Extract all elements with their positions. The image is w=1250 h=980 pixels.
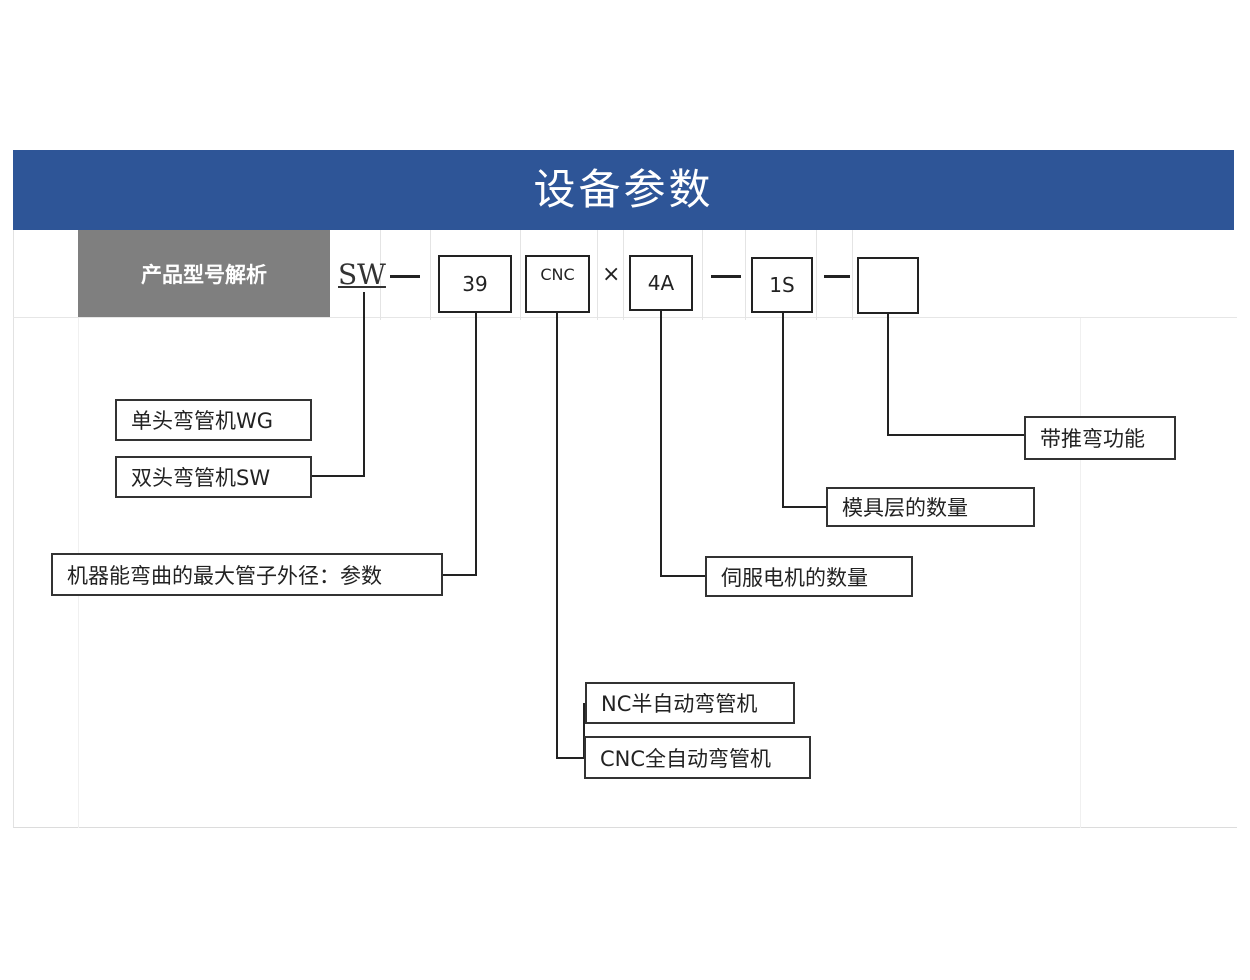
grid-line: [702, 230, 703, 320]
label-nc: NC半自动弯管机: [585, 682, 795, 724]
code-box-control: CNC: [525, 255, 590, 313]
connector-control: [556, 313, 584, 759]
code-box-servo: 4A: [629, 255, 693, 311]
code-box-diameter: 39: [438, 255, 512, 313]
label-cnc: CNC全自动弯管机: [584, 736, 811, 779]
label-double-head: 双头弯管机SW: [115, 456, 312, 498]
spreadsheet-area: [13, 150, 1237, 828]
connector-prefix: [311, 292, 365, 477]
grid-line: [13, 317, 1237, 318]
separator-dash: [390, 275, 420, 278]
grid-line: [852, 230, 853, 320]
label-max-diameter: 机器能弯曲的最大管子外径：参数: [51, 553, 443, 596]
page-title: 设备参数: [13, 150, 1234, 230]
separator-dash: [711, 275, 741, 278]
connector-layers: [782, 313, 826, 508]
grid-line: [816, 230, 817, 320]
code-box-push: [857, 257, 919, 314]
label-mold-layers: 模具层的数量: [826, 487, 1035, 527]
label-push-bend: 带推弯功能: [1024, 416, 1176, 460]
grid-line: [520, 230, 521, 320]
label-servo-count: 伺服电机的数量: [705, 556, 913, 597]
model-label: 产品型号解析: [78, 230, 330, 317]
label-single-head: 单头弯管机WG: [115, 399, 312, 441]
grid-line: [1080, 318, 1081, 828]
grid-line: [430, 230, 431, 320]
connector-push: [887, 314, 1024, 436]
connector-diameter: [442, 313, 477, 576]
model-prefix: SW: [338, 258, 386, 291]
grid-line: [597, 230, 598, 320]
grid-line: [745, 230, 746, 320]
grid-line: [623, 230, 624, 320]
connector-servo: [660, 311, 705, 577]
grid-line: [380, 230, 381, 320]
separator-dash: [824, 275, 850, 278]
code-box-layers: 1S: [751, 257, 813, 313]
times-sign: ×: [602, 262, 621, 287]
